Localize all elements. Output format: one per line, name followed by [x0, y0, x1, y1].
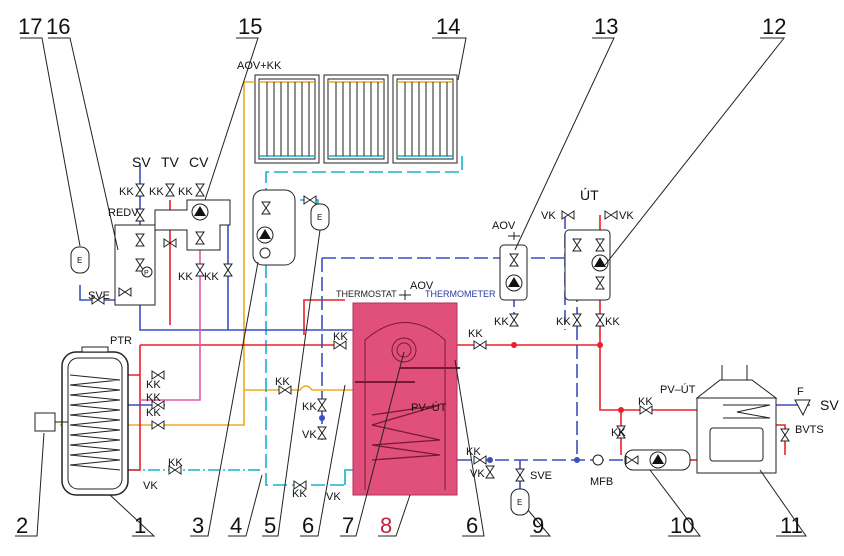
callout-6: 6 [302, 513, 314, 538]
hot-water-tank [61, 346, 129, 496]
label-kk: KK [275, 376, 290, 388]
buffer-tank [352, 302, 460, 496]
label-sve: SVE [88, 290, 110, 302]
label-pv-ut: PV–ÚT [411, 401, 447, 414]
callout-8: 8 [380, 513, 392, 538]
label-kk: KK [638, 396, 653, 408]
label-kk: KK [119, 186, 134, 198]
callout-3: 3 [192, 513, 204, 538]
label-kk: KK [168, 457, 183, 469]
label-kk: KK [466, 446, 481, 458]
magnetic-filter [592, 454, 604, 466]
solar-return-pipe [265, 156, 463, 486]
label-kk: KK [146, 407, 161, 419]
label-sve: SVE [530, 470, 552, 482]
label-ut: ÚT [580, 187, 599, 203]
callout-10: 10 [670, 513, 694, 538]
label-kk: KK [605, 316, 620, 328]
callout-9: 9 [532, 513, 544, 538]
label-kk: KK [204, 271, 219, 283]
label-kk: KK [146, 392, 161, 404]
label-tv: TV [161, 154, 180, 170]
leader-lines [15, 37, 807, 537]
callout-17: 17 [18, 14, 42, 39]
callout-4: 4 [230, 513, 242, 538]
label-vk: VK [143, 480, 158, 492]
callout-15: 15 [238, 14, 262, 39]
solar-station [252, 189, 296, 266]
label-cv: CV [189, 154, 209, 170]
solar-supply-pipe [140, 81, 255, 426]
label-kk: KK [178, 271, 193, 283]
callout-13: 13 [594, 14, 618, 39]
label-aov: AOV [492, 220, 516, 232]
label-kk: KK [149, 186, 164, 198]
callout-numbers: 17 16 15 14 13 12 2 1 3 4 5 6 7 8 6 9 10… [16, 14, 803, 538]
label-thermostat: THERMOSTAT [336, 289, 397, 299]
callout-1: 1 [134, 513, 146, 538]
electric-heater-2 [34, 412, 56, 432]
mixing-station-15 [154, 199, 231, 251]
label-kk: KK [611, 427, 626, 439]
label-vk: VK [470, 468, 485, 480]
expansion-vessel-5 [310, 203, 330, 231]
callout-12: 12 [762, 14, 786, 39]
filter-icon [794, 399, 811, 417]
callout-14: 14 [436, 14, 460, 39]
callout-6: 6 [466, 513, 478, 538]
label-kk: KK [494, 316, 509, 328]
expansion-vessel-9 [510, 488, 530, 516]
label-vk: VK [302, 429, 317, 441]
label-mfb: MFB [590, 476, 613, 488]
label-aov: AOV [410, 280, 434, 292]
label-sv: SV [820, 397, 839, 413]
expansion-vessel-17 [70, 246, 90, 274]
label-kk: KK [302, 401, 317, 413]
label-kk: KK [556, 316, 571, 328]
callout-16: 16 [46, 14, 70, 39]
label-ptr: PTR [110, 335, 132, 347]
label-kk: KK [333, 331, 348, 343]
label-kk: KK [178, 186, 193, 198]
label-kk: KK [146, 379, 161, 391]
label-kk: KK [468, 328, 483, 340]
callout-7: 7 [342, 513, 354, 538]
label-vk: VK [619, 210, 634, 222]
label-redv: REDV [108, 207, 139, 219]
label-kk: KK [292, 488, 307, 500]
boiler [695, 365, 778, 474]
label-pv-ut: PV–ÚT [660, 383, 696, 396]
callout-11: 11 [780, 513, 803, 538]
label-vk: VK [326, 491, 341, 503]
label-bvts: BVTS [795, 424, 824, 436]
pump-group-13 [499, 244, 528, 301]
label-thermometer: THERMOMETER [425, 289, 496, 299]
solar-collectors [254, 74, 458, 164]
label-f: F [797, 386, 804, 398]
callout-2: 2 [16, 513, 28, 538]
label-vk: VK [541, 210, 556, 222]
callout-5: 5 [264, 513, 276, 538]
label-sv: SV [132, 154, 151, 170]
pressure-gauge-label: P [144, 270, 149, 277]
component-labels: SV TV CV KK KK KK REDV KK KK SVE AOV+KK … [88, 60, 839, 503]
label-aov-kk: AOV+KK [237, 60, 282, 72]
